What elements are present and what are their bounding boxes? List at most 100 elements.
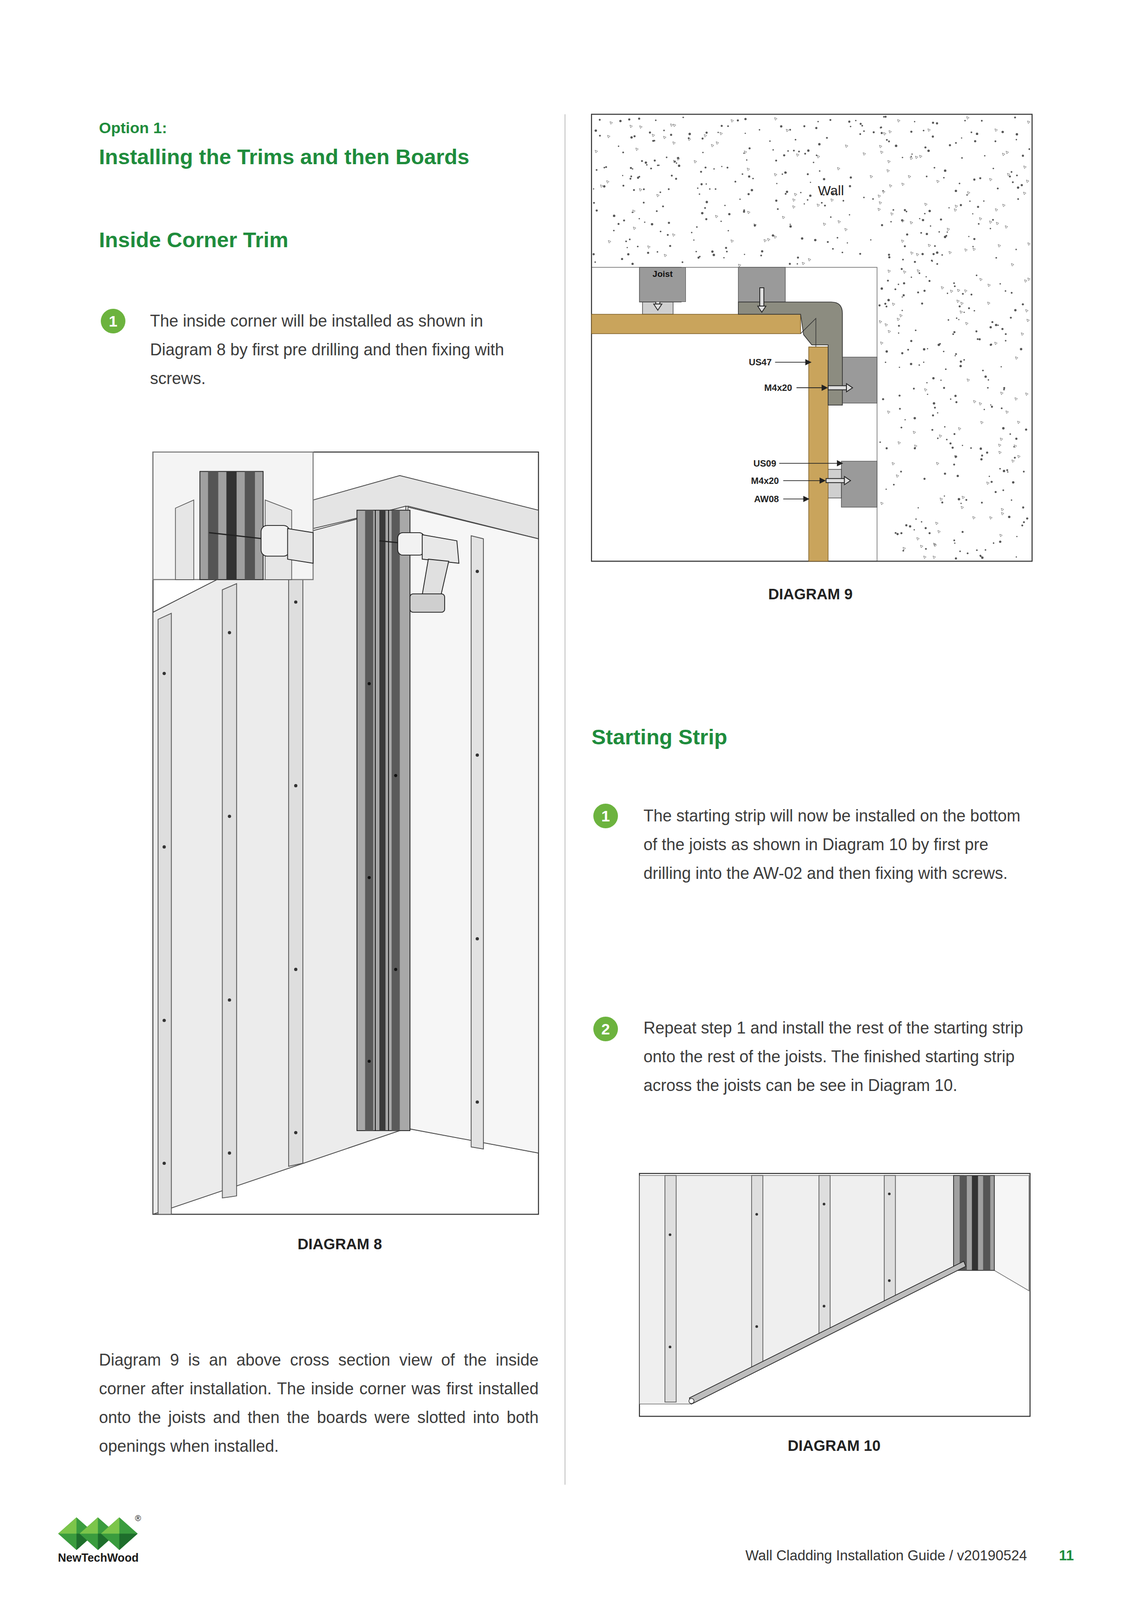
concrete-speckle: [909, 362, 913, 365]
concrete-speckle: [886, 139, 888, 141]
concrete-speckle: [785, 171, 788, 174]
concrete-speckle: [1022, 303, 1025, 306]
concrete-speckle: [977, 223, 980, 225]
concrete-speckle: [887, 298, 890, 301]
concrete-speckle: [1021, 524, 1023, 527]
concrete-speckle: [960, 137, 963, 139]
concrete-speckle: [975, 330, 978, 333]
concrete-speckle: [1026, 517, 1029, 520]
concrete-speckle: [928, 532, 931, 535]
concrete-speckle: [892, 462, 895, 466]
concrete-speckle: [953, 539, 955, 542]
concrete-speckle: [635, 147, 639, 151]
concrete-speckle: [954, 355, 956, 357]
concrete-speckle: [617, 145, 620, 147]
concrete-speckle: [598, 119, 601, 121]
concrete-speckle: [804, 152, 806, 155]
concrete-speckle: [741, 173, 744, 176]
concrete-speckle: [643, 188, 645, 191]
concrete-speckle: [910, 276, 913, 278]
concrete-speckle: [957, 498, 960, 501]
concrete-speckle: [989, 343, 992, 347]
concrete-speckle: [688, 132, 691, 135]
concrete-speckle: [798, 150, 800, 153]
concrete-speckle: [943, 350, 945, 353]
concrete-speckle: [669, 133, 673, 136]
concrete-speckle: [727, 229, 729, 232]
concrete-speckle: [815, 154, 818, 156]
concrete-speckle: [887, 160, 891, 164]
concrete-speckle: [944, 472, 947, 475]
concrete-speckle: [817, 155, 820, 159]
concrete-speckle: [711, 250, 714, 253]
concrete-speckle: [743, 253, 746, 255]
concrete-speckle: [781, 173, 784, 175]
concrete-speckle: [859, 252, 862, 255]
concrete-speckle: [973, 238, 976, 241]
concrete-speckle: [775, 159, 778, 162]
concrete-speckle: [936, 462, 940, 466]
concrete-speckle: [602, 185, 606, 188]
concrete-speckle: [665, 156, 668, 159]
concrete-speckle: [972, 245, 974, 248]
concrete-speckle: [603, 166, 606, 169]
concrete-speckle: [700, 183, 703, 186]
concrete-speckle: [625, 240, 628, 243]
concrete-speckle: [629, 124, 633, 128]
concrete-speckle: [1001, 407, 1003, 410]
concrete-speckle: [983, 408, 986, 410]
part-label: M4x20: [746, 382, 793, 394]
concrete-speckle: [789, 225, 792, 228]
concrete-speckle: [945, 438, 948, 441]
concrete-speckle: [663, 136, 667, 140]
concrete-speckle: [888, 256, 891, 259]
concrete-speckle: [803, 125, 806, 128]
concrete-speckle: [933, 555, 936, 559]
concrete-speckle: [904, 419, 906, 421]
concrete-speckle: [959, 360, 963, 363]
concrete-speckle: [693, 239, 695, 241]
concrete-speckle: [653, 140, 656, 142]
concrete-speckle: [937, 530, 941, 534]
concrete-speckle: [743, 152, 745, 155]
concrete-speckle: [918, 272, 921, 275]
concrete-speckle: [939, 434, 943, 438]
concrete-speckle: [933, 543, 937, 546]
concrete-speckle: [643, 221, 646, 224]
concrete-speckle: [1001, 512, 1005, 515]
concrete-speckle: [670, 123, 674, 127]
concrete-speckle: [923, 212, 926, 215]
concrete-speckle: [696, 187, 699, 189]
concrete-speckle: [978, 338, 981, 341]
concrete-speckle: [1022, 506, 1025, 509]
concrete-speckle: [633, 134, 636, 138]
concrete-speckle: [844, 228, 848, 232]
concrete-speckle: [932, 377, 935, 380]
concrete-speckle: [894, 144, 898, 147]
concrete-speckle: [714, 188, 717, 191]
diagram-9-section: [591, 114, 1033, 562]
concrete-speckle: [917, 269, 920, 273]
concrete-speckle: [653, 159, 656, 162]
concrete-speckle: [1001, 327, 1004, 331]
concrete-speckle: [949, 144, 952, 147]
concrete-speckle: [951, 446, 954, 449]
concrete-speckle: [967, 191, 971, 195]
concrete-speckle: [900, 426, 903, 429]
step-number-circle: 1: [100, 308, 126, 334]
concrete-speckle: [987, 301, 991, 305]
concrete-speckle: [901, 309, 903, 312]
concrete-speckle: [905, 523, 908, 527]
concrete-speckle: [976, 205, 980, 208]
concrete-speckle: [814, 238, 817, 242]
concrete-speckle: [872, 197, 875, 200]
concrete-speckle: [846, 242, 849, 244]
concrete-speckle: [595, 209, 598, 212]
concrete-speckle: [724, 204, 726, 207]
concrete-speckle: [664, 254, 667, 257]
diagram-8-illustration: [152, 451, 539, 1215]
concrete-speckle: [705, 183, 707, 185]
concrete-speckle: [998, 444, 1002, 447]
concrete-speckle: [954, 141, 957, 144]
page-number: 11: [1058, 1546, 1074, 1564]
